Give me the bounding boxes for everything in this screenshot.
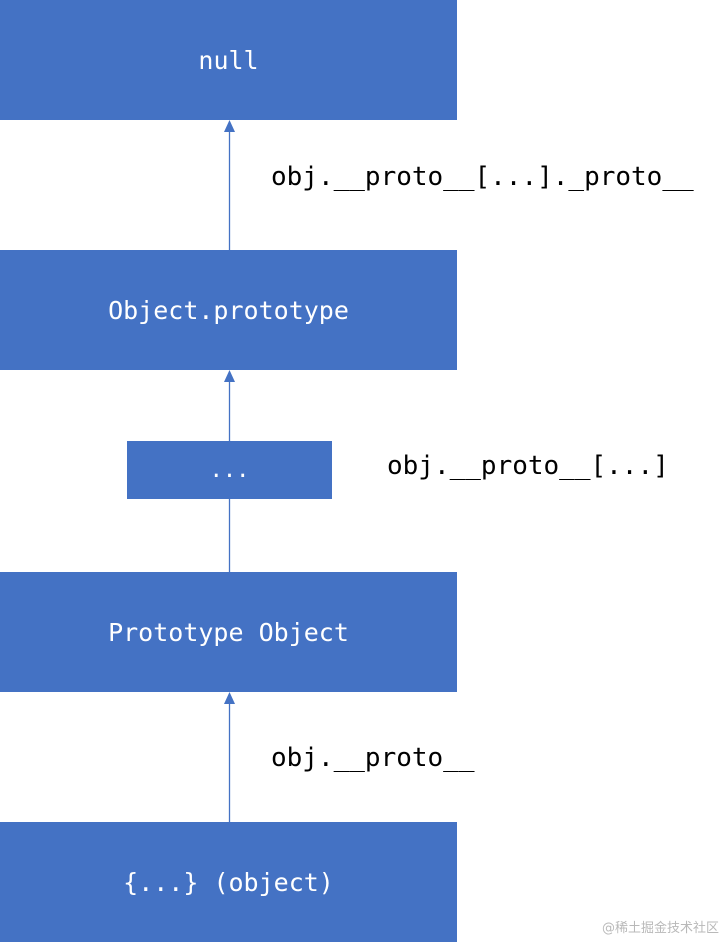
object-literal-node-label: {...} (object) [123,867,334,897]
ellipsis-node-label: ... [209,457,250,483]
edge-label-proto: obj.__proto__ [271,743,475,773]
ellipsis-node: ... [127,441,332,499]
edge-label-proto-chain-mid: obj.__proto__[...] [387,451,669,481]
prototype-object-node: Prototype Object [0,572,457,692]
arrow-ellipsis-to-object-prototype [224,370,235,441]
arrow-object-prototype-to-null [224,120,235,250]
arrow-object-to-prototype [224,692,235,822]
null-node: null [0,0,457,120]
object-prototype-node: Object.prototype [0,250,457,370]
edge-label-proto-chain-full: obj.__proto__[...]._proto__ [271,162,694,192]
object-prototype-node-label: Object.prototype [108,295,349,325]
prototype-object-node-label: Prototype Object [108,617,349,647]
object-literal-node: {...} (object) [0,822,457,942]
null-node-label: null [198,45,259,75]
watermark: @稀土掘金技术社区 [601,921,719,936]
